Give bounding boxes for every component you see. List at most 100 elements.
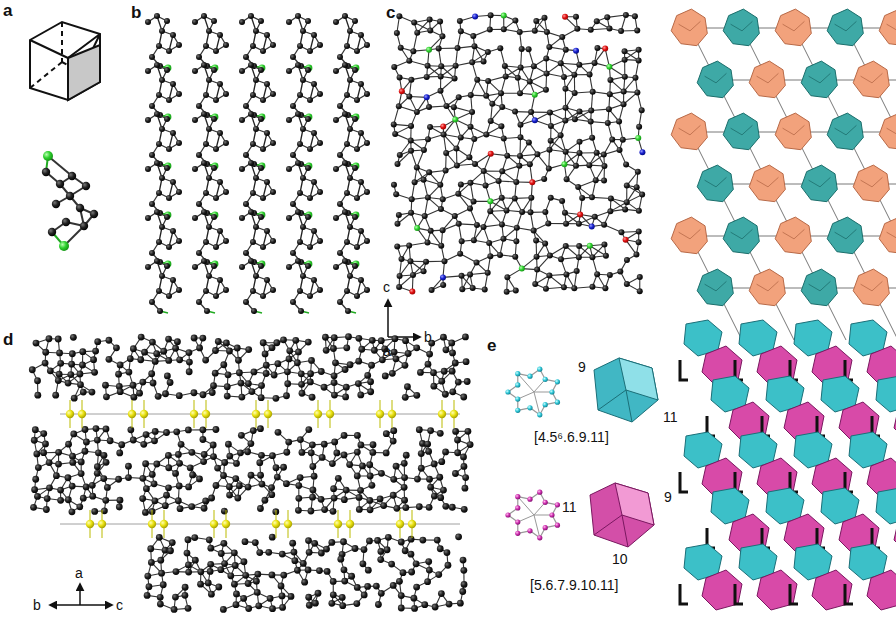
- atom-dot: [471, 136, 477, 142]
- atom-dot: [145, 68, 151, 74]
- atom-dot: [358, 179, 364, 185]
- atom-dot: [223, 140, 229, 146]
- atom-dot: [166, 195, 172, 201]
- atom-dot: [170, 81, 176, 87]
- atom-dot: [607, 208, 613, 214]
- polyhedron: [723, 217, 759, 254]
- atom-dot: [498, 123, 504, 129]
- atom-dot: [561, 161, 567, 167]
- atom-dot: [250, 92, 256, 98]
- atom-dot: [437, 182, 443, 188]
- atom-dot: [258, 116, 264, 122]
- atom-dot: [337, 152, 343, 158]
- atom-dot: [541, 176, 547, 182]
- atom-dot: [223, 91, 229, 97]
- atom-dot: [206, 126, 212, 132]
- atom-dot: [317, 91, 323, 97]
- atom-dot: [42, 168, 50, 176]
- atom-dot: [176, 238, 182, 244]
- atom-dot: [542, 241, 548, 247]
- atom-dot: [574, 268, 580, 274]
- atom-dot: [559, 198, 565, 204]
- atom-dot: [440, 274, 446, 280]
- atom-dot: [421, 268, 427, 274]
- atom-dot: [636, 239, 642, 245]
- atom-dot: [604, 14, 610, 20]
- atom-dot: [620, 137, 626, 143]
- atom-dot: [468, 124, 474, 130]
- atom-dot: [337, 201, 343, 207]
- atom-dot: [154, 111, 160, 117]
- polyhedron-edge: [783, 21, 805, 31]
- atom-dot: [441, 258, 447, 264]
- atom-dot: [563, 149, 569, 155]
- atom-dot: [157, 308, 163, 314]
- atom-dot: [528, 195, 534, 201]
- atom-dot: [82, 182, 90, 190]
- atom-dot: [213, 195, 219, 201]
- polyhedron-edge: [887, 125, 896, 135]
- polyhedron-edge: [835, 125, 857, 135]
- atom-dot: [260, 293, 266, 299]
- atom-dot: [501, 13, 507, 19]
- polyhedron: [879, 217, 896, 254]
- polyhedron: [749, 165, 785, 202]
- polyhedron-edge: [679, 125, 701, 135]
- atom-dot: [206, 273, 212, 279]
- atom-dot: [558, 132, 564, 138]
- atom-dot: [526, 139, 532, 145]
- atom-dot: [636, 47, 642, 53]
- atom-dot: [196, 299, 202, 305]
- atom-dot: [248, 258, 254, 264]
- atom-dot: [344, 92, 350, 98]
- atom-dot: [344, 288, 350, 294]
- atom-dot: [577, 150, 583, 156]
- atom-dot: [571, 285, 577, 291]
- atom-dot: [424, 94, 430, 100]
- atom-dot: [90, 210, 98, 218]
- atom-dot: [527, 161, 533, 167]
- atom-dot: [623, 237, 629, 243]
- atom-dot: [548, 138, 554, 144]
- atom-dot: [297, 239, 303, 245]
- atom-dot: [562, 14, 568, 20]
- atom-dot: [624, 183, 630, 189]
- atom-dot: [543, 286, 549, 292]
- atom-dot: [531, 228, 537, 234]
- atom-dot: [601, 163, 607, 169]
- atom-dot: [497, 45, 503, 51]
- atom-dot: [609, 137, 615, 143]
- atom-dot: [239, 68, 245, 74]
- atom-dot: [149, 250, 155, 256]
- atom-dot: [547, 147, 553, 153]
- atom-dot: [159, 273, 165, 279]
- atom-dot: [258, 67, 264, 73]
- atom-dot: [534, 151, 540, 157]
- atom-dot: [250, 141, 256, 147]
- atom-dot: [602, 46, 608, 52]
- atom-dot: [307, 48, 313, 54]
- atom-dot: [394, 30, 400, 36]
- atom-dot: [397, 152, 403, 158]
- atom-dot: [594, 271, 600, 277]
- atom-dot: [286, 215, 292, 221]
- atom-dot: [635, 135, 641, 141]
- atom-dot: [217, 228, 223, 234]
- atom-dot: [399, 88, 405, 94]
- atom-dot: [394, 221, 400, 227]
- atom-dot: [500, 236, 506, 242]
- atom-dot: [504, 289, 510, 295]
- atom-dot: [217, 32, 223, 38]
- atom-dot: [211, 18, 217, 24]
- atom-dot: [440, 227, 446, 233]
- atom-dot: [459, 238, 465, 244]
- atom-dot: [636, 57, 642, 63]
- polyhedron: [697, 165, 733, 202]
- atom-dot: [587, 72, 593, 78]
- atom-dot: [636, 208, 642, 214]
- atom-dot: [176, 91, 182, 97]
- atom-dot: [307, 195, 313, 201]
- atom-dot: [311, 179, 317, 185]
- atom-dot: [512, 18, 518, 24]
- atom-dot: [290, 103, 296, 109]
